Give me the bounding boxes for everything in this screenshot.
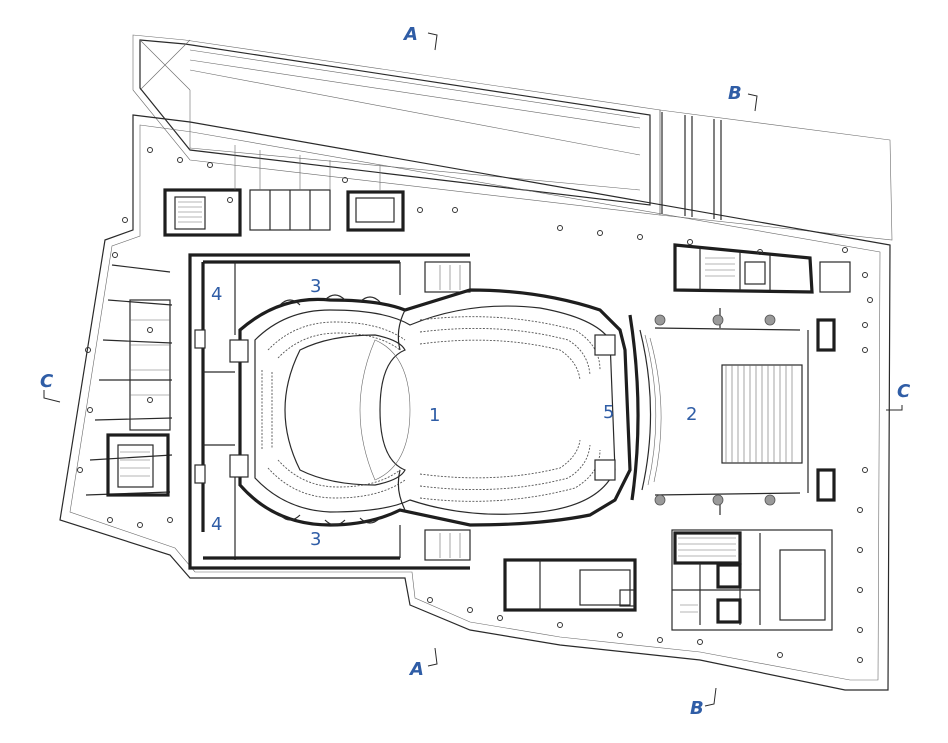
section-marker-a-top: A: [402, 24, 418, 45]
right-lower-rooms: [503, 529, 833, 631]
room-label-wing-bottom: 4: [211, 514, 222, 535]
section-marker-b-bottom: B: [690, 698, 704, 719]
main-stage: [654, 308, 836, 515]
section-marker-a-bottom: A: [408, 659, 424, 680]
left-service-band: [85, 264, 173, 497]
perimeter-columns: [77, 147, 873, 663]
building-outline: [59, 114, 891, 691]
room-label-side-stage-bottom: 3: [310, 529, 321, 550]
section-marker-c-right: C: [897, 381, 911, 402]
orchestra-area: [628, 314, 662, 501]
room-label-stage: 2: [686, 404, 697, 425]
auditorium: [229, 288, 632, 527]
room-label-auditorium: 1: [429, 405, 440, 426]
section-marker-b-top: B: [728, 83, 742, 104]
section-marker-c-left: C: [40, 371, 54, 392]
room-label-side-stage-top: 3: [310, 276, 321, 297]
room-label-orchestra: 5: [603, 402, 614, 423]
right-upper-rooms: [673, 243, 851, 294]
top-service-rooms: [163, 145, 405, 237]
section-cut-ticks: [43, 32, 903, 707]
roof-strip: [132, 34, 893, 241]
side-stages: [188, 253, 471, 570]
room-label-wing-top: 4: [211, 284, 222, 305]
